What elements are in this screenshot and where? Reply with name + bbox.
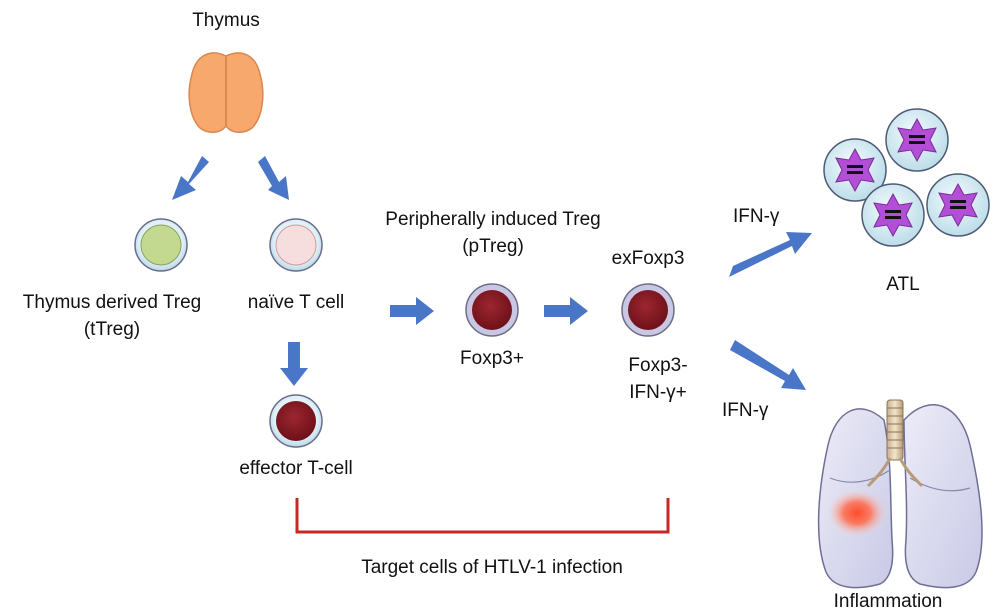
thymus-icon — [188, 52, 264, 133]
atl-cell-2 — [885, 108, 949, 172]
naive-label: naïve T cell — [248, 292, 344, 313]
exfoxp3-label: exFoxp3 — [612, 248, 685, 269]
arrow-thymus-to-naive — [258, 156, 289, 200]
exfoxp3-cell — [621, 283, 675, 337]
arrow-to-atl — [729, 232, 812, 277]
ifng-bottom-label: IFN-γ — [722, 400, 769, 421]
ptreg-cell — [465, 283, 519, 337]
inflammation-spot-icon — [827, 489, 887, 537]
effector-t-cell — [269, 394, 323, 448]
atl-cell-3 — [861, 183, 925, 247]
arrow-thymus-to-ttreg — [172, 156, 209, 200]
arrow-naive-to-ptreg — [390, 297, 434, 325]
inflammation-label: Inflammation — [834, 591, 943, 612]
naive-t-cell — [269, 218, 323, 272]
effector-label: effector T-cell — [239, 458, 352, 479]
atl-cell-1 — [823, 138, 887, 202]
target-bracket — [295, 498, 670, 534]
ifng-top-label: IFN-γ — [733, 206, 780, 227]
arrow-to-inflammation — [730, 340, 806, 390]
ptreg-label-line1: Peripherally induced Treg — [385, 209, 600, 230]
arrow-naive-to-effector — [280, 342, 308, 386]
target-cells-label: Target cells of HTLV-1 infection — [361, 557, 623, 578]
ttreg-cell — [134, 218, 188, 272]
ttreg-label-line2: (tTreg) — [84, 319, 140, 340]
thymus-label: Thymus — [192, 10, 260, 31]
ptreg-label-line2: (pTreg) — [462, 236, 524, 257]
ttreg-label-line1: Thymus derived Treg — [23, 292, 201, 313]
foxp3-positive-label: Foxp3+ — [460, 348, 524, 369]
ifng-positive-label: IFN-γ+ — [629, 382, 687, 403]
foxp3-negative-label: Foxp3- — [628, 355, 687, 376]
atl-label: ATL — [886, 274, 919, 295]
atl-cell-4 — [926, 173, 990, 237]
arrow-ptreg-to-exfoxp3 — [544, 297, 588, 325]
